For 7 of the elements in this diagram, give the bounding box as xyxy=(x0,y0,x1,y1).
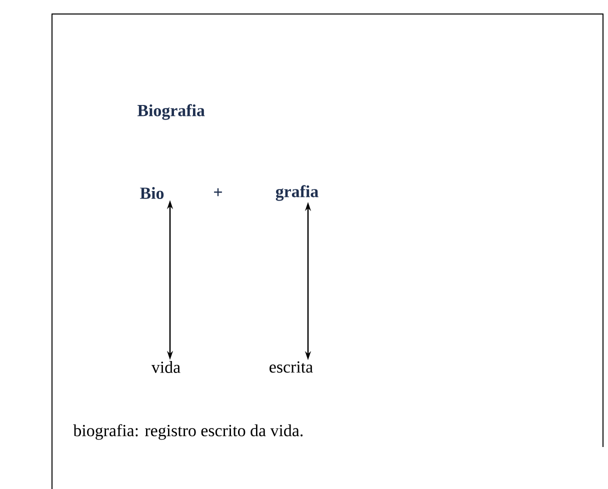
heading: Biografia xyxy=(137,104,205,120)
plus-sign: + xyxy=(214,188,222,196)
word: vida xyxy=(151,361,180,373)
word: Bio xyxy=(140,187,164,199)
caption: biografia: registro escrito da vida. xyxy=(73,424,303,440)
word: grafia xyxy=(276,185,318,201)
word: escrita xyxy=(270,361,313,373)
